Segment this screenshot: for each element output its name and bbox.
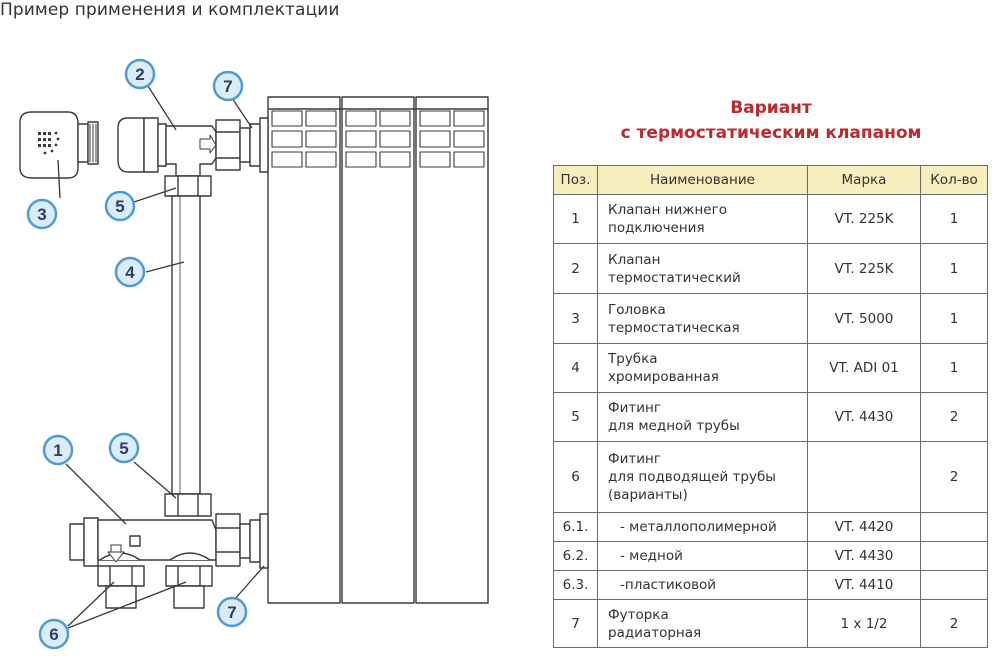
table-row: 6.3. -пластиковой VT. 4410 bbox=[553, 570, 988, 600]
cell-qty: 1 bbox=[920, 194, 988, 244]
variant-heading-line1: Вариант bbox=[730, 98, 812, 118]
callout-3: 3 bbox=[26, 198, 58, 230]
callout-5-top: 5 bbox=[104, 190, 136, 222]
variant-heading: Вариант с термостатическим клапаном bbox=[553, 96, 989, 146]
leader-lines bbox=[57, 85, 265, 629]
table-header-row: Поз. Наименование Марка Кол-во bbox=[553, 165, 988, 195]
svg-text:5: 5 bbox=[115, 197, 124, 216]
cell-pos: 5 bbox=[553, 392, 598, 442]
cell-qty bbox=[920, 570, 988, 600]
cell-mark: 1 x 1/2 bbox=[807, 599, 921, 648]
cell-mark: VT. 4410 bbox=[807, 570, 921, 600]
cell-mark: VT. 225K bbox=[807, 194, 921, 244]
assembly-diagram: 2 7 3 5 4 1 5 6 bbox=[19, 58, 489, 650]
cell-mark: VT. 4430 bbox=[807, 392, 921, 442]
cell-qty bbox=[920, 541, 988, 571]
cell-qty: 1 bbox=[920, 293, 988, 344]
callout-6: 6 bbox=[38, 618, 70, 650]
cell-qty: 2 bbox=[920, 392, 988, 442]
svg-text:2: 2 bbox=[135, 65, 144, 84]
bottom-connection-valve bbox=[69, 493, 269, 609]
cell-qty: 1 bbox=[920, 243, 988, 294]
spec-table: Поз. Наименование Марка Кол-во 1 Клапан … bbox=[553, 165, 988, 648]
thermostatic-head bbox=[19, 111, 99, 179]
table-row: 6.2. - медной VT. 4430 bbox=[553, 541, 988, 571]
page-title: Пример применения и комплектации bbox=[0, 0, 340, 20]
cell-qty: 2 bbox=[920, 441, 988, 513]
cell-mark: VT. 225K bbox=[807, 243, 921, 294]
cell-pos: 2 bbox=[553, 243, 598, 294]
cell-qty bbox=[920, 512, 988, 542]
header-mark: Марка bbox=[807, 165, 921, 195]
callout-2: 2 bbox=[124, 58, 156, 90]
cell-qty: 2 bbox=[920, 599, 988, 648]
callout-1: 1 bbox=[42, 434, 74, 466]
svg-text:7: 7 bbox=[223, 77, 232, 96]
header-name: Наименование bbox=[597, 165, 808, 195]
radiator bbox=[267, 96, 489, 604]
cell-name: - металлополимерной bbox=[597, 512, 808, 542]
svg-text:4: 4 bbox=[125, 263, 135, 282]
header-pos: Поз. bbox=[553, 165, 598, 195]
cell-mark bbox=[807, 441, 921, 513]
cell-pos: 3 bbox=[553, 293, 598, 344]
cell-qty: 1 bbox=[920, 343, 988, 393]
table-row: 6.1. - металлополимерной VT. 4420 bbox=[553, 512, 988, 542]
cell-name: -пластиковой bbox=[597, 570, 808, 600]
cell-pos: 6.2. bbox=[553, 541, 598, 571]
cell-mark: VT. 5000 bbox=[807, 293, 921, 344]
svg-text:3: 3 bbox=[37, 205, 46, 224]
svg-text:7: 7 bbox=[227, 603, 236, 622]
header-qty: Кол-во bbox=[920, 165, 988, 195]
callout-5-bottom: 5 bbox=[108, 432, 140, 464]
chrome-tube bbox=[171, 195, 201, 495]
callout-7-bottom: 7 bbox=[216, 596, 248, 628]
cell-pos: 6.3. bbox=[553, 570, 598, 600]
callout-4: 4 bbox=[114, 256, 146, 288]
callout-7-top: 7 bbox=[212, 70, 244, 102]
thermostatic-valve bbox=[117, 117, 269, 197]
cell-pos: 1 bbox=[553, 194, 598, 244]
cell-pos: 6 bbox=[553, 441, 598, 513]
cell-pos: 6.1. bbox=[553, 512, 598, 542]
svg-text:6: 6 bbox=[49, 625, 58, 644]
cell-mark: VT. 4430 bbox=[807, 541, 921, 571]
svg-text:5: 5 bbox=[119, 439, 128, 458]
callouts: 2 7 3 5 4 1 5 6 bbox=[26, 58, 248, 650]
cell-mark: VT. 4420 bbox=[807, 512, 921, 542]
cell-name: - медной bbox=[597, 541, 808, 571]
cell-pos: 7 bbox=[553, 599, 598, 648]
svg-text:1: 1 bbox=[53, 441, 62, 460]
variant-heading-line2: с термостатическим клапаном bbox=[620, 123, 922, 143]
cell-mark: VT. ADI 01 bbox=[807, 343, 921, 393]
cell-pos: 4 bbox=[553, 343, 598, 393]
